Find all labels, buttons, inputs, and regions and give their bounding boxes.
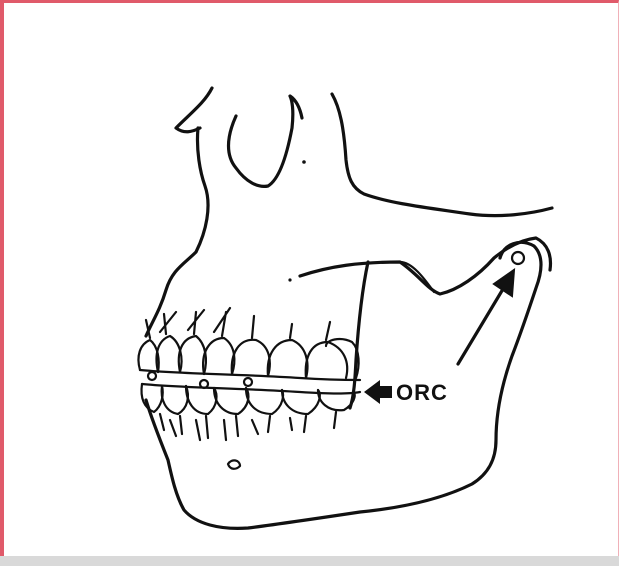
condyle-arrow-head — [494, 270, 514, 296]
upper-tooth — [179, 336, 206, 374]
mandible-lower-border — [146, 242, 541, 528]
speck — [288, 278, 291, 281]
lower-tooth — [246, 388, 283, 414]
orbit-line — [229, 96, 303, 186]
upper-tooth — [268, 340, 308, 378]
speck — [302, 160, 306, 164]
ramus-anterior-line — [350, 262, 368, 408]
condyle-arrow — [458, 270, 514, 364]
upper-tooth — [232, 340, 270, 376]
lower-tooth — [186, 386, 216, 414]
orc-label: ORC — [396, 380, 448, 405]
lower-tooth — [142, 384, 163, 412]
orc-callout: ORC — [364, 380, 448, 405]
condyle-arrow-shaft — [458, 284, 506, 364]
mandible-outline — [146, 242, 541, 528]
cranium-line — [332, 94, 552, 216]
nasal-bone-line — [176, 88, 212, 132]
upper-tooth — [306, 342, 348, 378]
lower-tooth — [214, 388, 248, 414]
lower-roots — [160, 412, 336, 440]
lower-tooth — [162, 386, 188, 414]
dentition — [138, 308, 360, 440]
face-profile-line — [146, 128, 208, 336]
upper-tooth — [203, 338, 234, 374]
skull-outline — [146, 88, 552, 336]
condyle-circle-icon — [512, 252, 524, 264]
contact-dot — [244, 378, 252, 386]
mental-foramen — [228, 460, 240, 468]
contact-dot — [148, 372, 156, 380]
upper-roots — [146, 308, 330, 340]
orc-arrow-icon — [364, 380, 392, 404]
upper-tooth — [157, 336, 182, 372]
